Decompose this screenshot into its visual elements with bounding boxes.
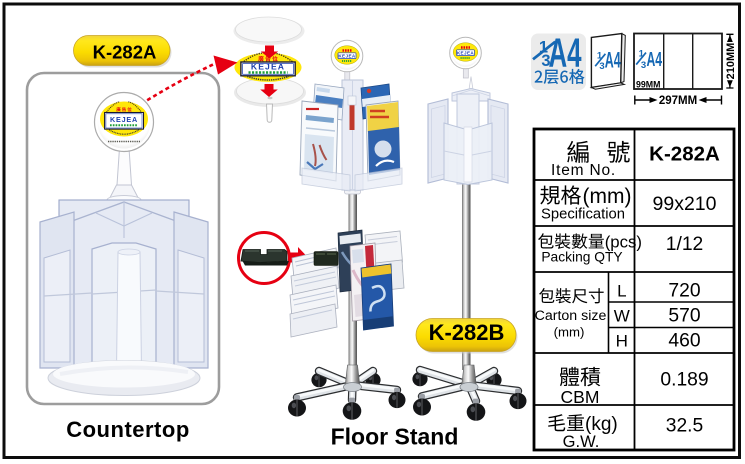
svg-text:0.189: 0.189 — [660, 370, 708, 391]
svg-text:(pcs): (pcs) — [605, 233, 642, 252]
svg-text:32.5: 32.5 — [666, 416, 704, 437]
svg-text:(mm): (mm) — [554, 325, 585, 340]
svg-text:1/12: 1/12 — [666, 234, 704, 255]
svg-text:1: 1 — [539, 39, 548, 57]
svg-text:KEJEA: KEJEA — [251, 62, 285, 72]
svg-text:1: 1 — [639, 49, 645, 60]
svg-text:L: L — [617, 282, 626, 301]
svg-text:99MM: 99MM — [636, 79, 660, 89]
svg-text:K-282B: K-282B — [429, 320, 505, 345]
svg-text:Floor Stand: Floor Stand — [331, 424, 459, 450]
svg-text:210MM: 210MM — [725, 43, 737, 80]
svg-text:570: 570 — [668, 306, 700, 327]
svg-text:Carton size: Carton size — [535, 308, 607, 324]
svg-text:Countertop: Countertop — [66, 417, 190, 442]
svg-text:3: 3 — [541, 52, 550, 70]
svg-text:3: 3 — [641, 60, 646, 71]
svg-text:99x210: 99x210 — [653, 193, 717, 215]
svg-text:720: 720 — [668, 281, 700, 302]
svg-text:K-282A: K-282A — [649, 143, 720, 166]
svg-text:K-282A: K-282A — [93, 42, 157, 63]
svg-text:Packing QTY: Packing QTY — [541, 250, 622, 265]
svg-text:A4: A4 — [605, 47, 621, 72]
svg-text:KEJEA: KEJEA — [457, 51, 475, 56]
svg-text:Specification: Specification — [541, 207, 625, 223]
svg-text:1: 1 — [597, 51, 603, 62]
svg-text:Item No.: Item No. — [551, 162, 616, 179]
svg-text:(mm): (mm) — [583, 185, 632, 208]
svg-text:H: H — [616, 332, 628, 351]
svg-text:CBM: CBM — [561, 387, 600, 407]
svg-text:(kg): (kg) — [585, 414, 618, 435]
svg-text:W: W — [614, 307, 630, 326]
svg-text:A4: A4 — [549, 31, 582, 76]
svg-text:KEJEA: KEJEA — [110, 115, 138, 124]
svg-text:3: 3 — [599, 61, 604, 72]
svg-text:460: 460 — [668, 331, 700, 352]
svg-text:KEJEA: KEJEA — [338, 54, 356, 59]
svg-text:A4: A4 — [646, 48, 662, 71]
svg-text:G.W.: G.W. — [563, 433, 600, 451]
svg-text:297MM: 297MM — [659, 95, 697, 107]
